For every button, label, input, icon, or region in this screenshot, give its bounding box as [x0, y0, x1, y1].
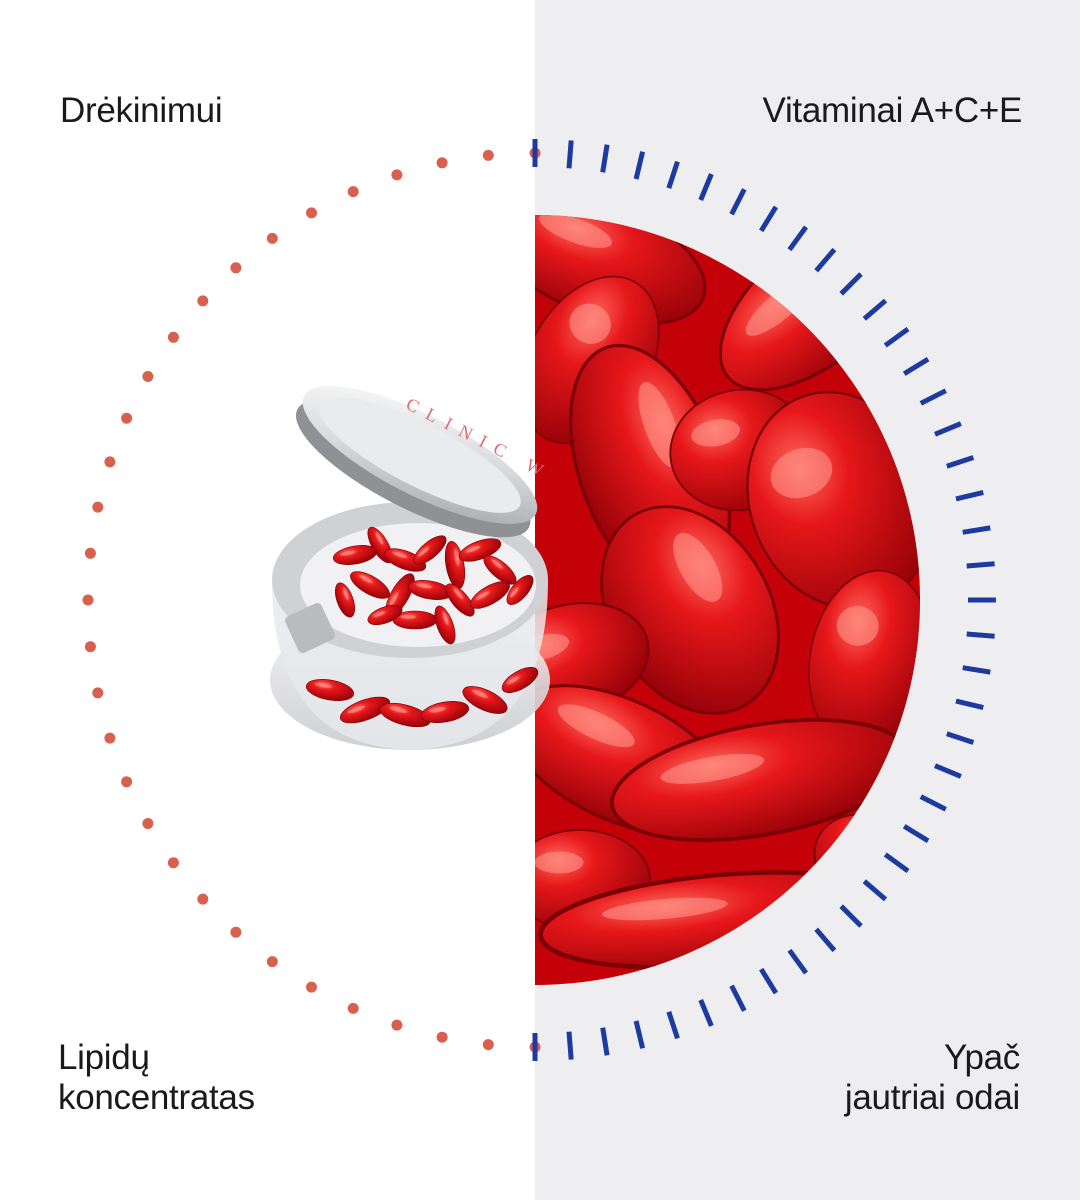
arc-dot [142, 371, 154, 382]
arc-dot [142, 818, 154, 829]
arc-tick [759, 967, 779, 995]
arc-dot [167, 331, 179, 343]
label-line: Lipidų [58, 1038, 150, 1077]
arc-tick [839, 904, 863, 928]
arc-tick [698, 173, 714, 201]
arc-dot [230, 926, 242, 938]
arc-dot [84, 641, 96, 653]
dotted-arc [82, 147, 541, 1053]
arc-tick [955, 489, 984, 502]
arc-dot [266, 956, 278, 968]
arc-tick [966, 561, 995, 569]
arc-tick [919, 794, 947, 812]
capsule [340, 696, 390, 724]
capsule [458, 538, 502, 562]
arc-dot [347, 1002, 359, 1014]
label-sensitive-skin: Ypač jautriai odai [845, 1038, 1020, 1118]
label-line: jautriai odai [844, 1078, 1020, 1117]
arc-dot [306, 981, 317, 993]
arc-tick [962, 525, 991, 535]
capsule [421, 701, 469, 723]
capsule [434, 605, 456, 645]
arc-tick [862, 298, 888, 321]
arc-tick [934, 763, 962, 779]
capsule [306, 679, 354, 701]
arc-tick [883, 852, 910, 874]
arc-tick [787, 948, 809, 975]
capsule [746, 391, 920, 609]
capsule [470, 581, 510, 609]
arc-dot [121, 776, 133, 788]
capsule [413, 535, 447, 565]
capsule [367, 604, 403, 626]
arc-tick [955, 698, 984, 711]
arc-tick [966, 631, 995, 639]
arc-tick [729, 984, 747, 1012]
arc-tick [600, 1027, 610, 1056]
arc-tick [814, 247, 837, 273]
capsule [334, 582, 356, 618]
arc-dot [104, 732, 116, 744]
arc-dot [197, 295, 209, 307]
dashed-tick-arc [532, 139, 996, 1061]
arc-tick [633, 1020, 646, 1049]
arc-dot [482, 149, 494, 161]
capsule [445, 583, 475, 617]
arc-dot [104, 456, 116, 468]
arc-dot [167, 857, 179, 869]
arc-dot [92, 687, 104, 699]
arc-tick [633, 151, 646, 180]
arc-dot [121, 412, 133, 424]
arc-tick [566, 1031, 574, 1060]
arc-tick [666, 1011, 680, 1040]
capsule-closeup [535, 215, 920, 985]
arc-tick [962, 665, 991, 675]
arc-tick [862, 879, 888, 902]
arc-tick [902, 356, 930, 376]
label-line: koncentratas [58, 1078, 255, 1117]
arc-dot [82, 594, 94, 606]
arc-tick [883, 326, 910, 348]
arc-tick [814, 927, 837, 953]
arc-dot [436, 1031, 448, 1043]
arc-tick [566, 140, 574, 169]
arc-tick [729, 188, 747, 216]
arc-tick [946, 455, 975, 469]
capsule [462, 686, 508, 714]
arc-dot [306, 207, 317, 219]
arc-tick [839, 272, 863, 296]
arc-dot [391, 169, 403, 181]
arc-dot [436, 157, 448, 169]
label-vitamins: Vitaminai A+C+E [762, 91, 1023, 130]
capsule [332, 545, 378, 565]
capsule [501, 667, 539, 693]
capsule [808, 570, 920, 750]
label-lipid-concentrate: Lipidų koncentratas [58, 1038, 255, 1118]
arc-dot [197, 893, 209, 905]
capsule [483, 555, 517, 585]
capsule [383, 548, 427, 572]
arc-dot [391, 1019, 403, 1031]
arc-tick [600, 144, 610, 173]
arc-tick [787, 225, 809, 252]
arc-dot [92, 501, 104, 513]
arc-dot [347, 186, 359, 198]
arc-dot [266, 232, 278, 244]
arc-tick [919, 388, 947, 406]
arc-tick [902, 824, 930, 844]
arc-dot [84, 547, 96, 559]
arc-tick [759, 205, 779, 233]
capsule [506, 574, 534, 606]
product-jar: CLINIC W [270, 386, 556, 750]
label-line: Ypač [944, 1038, 1020, 1077]
arc-tick [698, 999, 714, 1027]
arc-tick [946, 731, 975, 745]
arc-dot [482, 1039, 494, 1051]
arc-tick [934, 421, 962, 437]
label-hydration: Drėkinimui [60, 91, 223, 130]
arc-dot [230, 262, 242, 274]
arc-tick [666, 160, 680, 189]
